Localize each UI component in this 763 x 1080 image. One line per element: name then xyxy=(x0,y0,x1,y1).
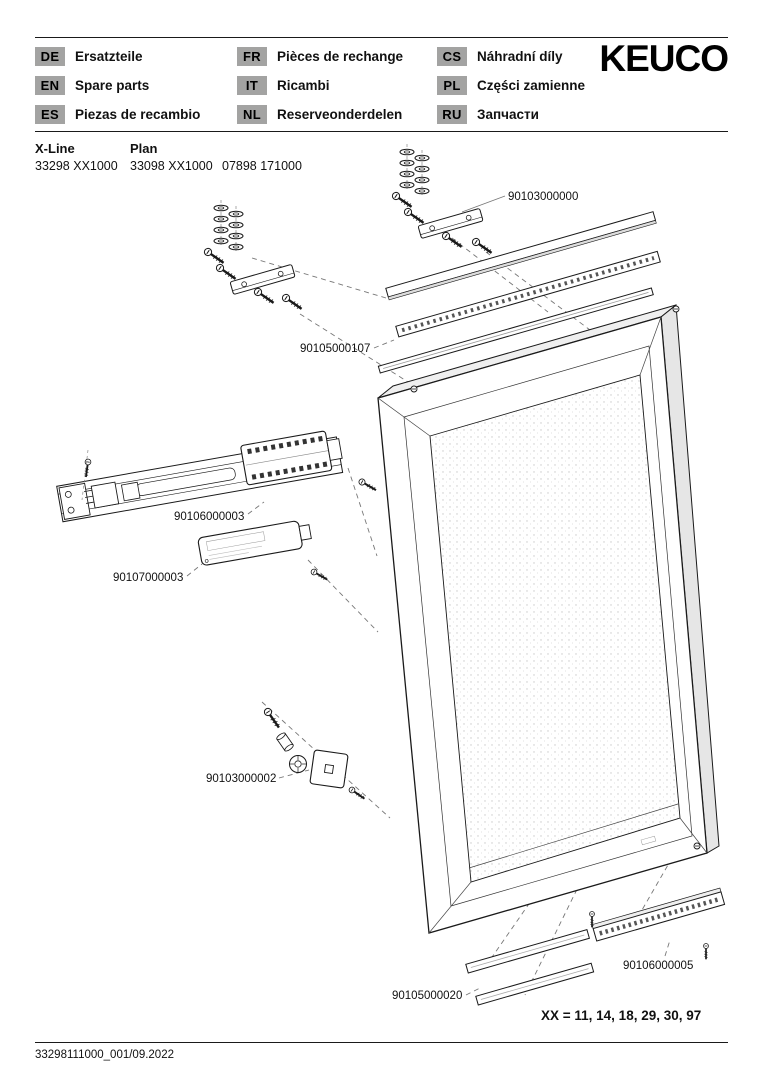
language-code-badge: RU xyxy=(437,104,467,124)
divider-footer xyxy=(35,1042,728,1043)
product-series-title-plan: Plan xyxy=(130,141,158,156)
language-code-badge: EN xyxy=(35,75,65,95)
language-item-cs: CS Náhradní díly xyxy=(437,46,585,66)
divider-top xyxy=(35,37,728,38)
product-code-2: 33098 XX1000 xyxy=(130,159,213,173)
language-label: Spare parts xyxy=(75,77,150,93)
language-item-pl: PL Części zamienne xyxy=(437,75,585,95)
language-item-ru: RU Запчасти xyxy=(437,104,585,124)
part-power-module xyxy=(197,520,330,584)
language-code-badge: FR xyxy=(237,46,267,66)
product-code-3: 07898 171000 xyxy=(222,159,302,173)
language-item-de: DE Ersatzteile xyxy=(35,46,200,66)
cabinet-body xyxy=(377,304,720,934)
language-code-badge: PL xyxy=(437,75,467,95)
document-id: 33298111000_001/09.2022 xyxy=(35,1049,174,1061)
cabinet-screw-icon xyxy=(693,842,701,850)
part-mounting-bracket-top xyxy=(389,144,506,258)
cabinet-screw-icon xyxy=(672,305,680,313)
language-label: Náhradní díly xyxy=(477,48,563,64)
language-column-3: CS Náhradní díly PL Części zamienne RU З… xyxy=(437,46,585,133)
part-label-control-unit: 90106000003 xyxy=(174,511,244,523)
product-series-title-xline: X-Line xyxy=(35,141,75,156)
language-item-en: EN Spare parts xyxy=(35,75,200,95)
language-code-badge: CS xyxy=(437,46,467,66)
language-label: Ersatzteile xyxy=(75,48,143,64)
product-code-1: 33298 XX1000 xyxy=(35,159,118,173)
part-mounting-bracket-left xyxy=(201,200,305,314)
language-label: Запчасти xyxy=(477,106,539,122)
language-label: Reserveonderdelen xyxy=(277,106,403,122)
product-info: X-Line Plan 33298 XX1000 33098 XX1000 07… xyxy=(35,141,535,179)
language-code-badge: NL xyxy=(237,104,267,124)
language-code-badge: IT xyxy=(237,75,267,95)
part-label-mounting-bracket: 90103000000 xyxy=(508,191,578,203)
variant-note: XX = 11, 14, 18, 29, 30, 97 xyxy=(541,1008,701,1023)
part-label-light-profile: 90105000107 xyxy=(300,343,370,355)
language-item-it: IT Ricambi xyxy=(237,75,403,95)
language-code-badge: DE xyxy=(35,46,65,66)
part-light-profiles xyxy=(377,211,661,374)
language-item-nl: NL Reserveonderdelen xyxy=(237,104,403,124)
language-column-2: FR Pièces de rechange IT Ricambi NL Rese… xyxy=(237,46,403,133)
part-cover-profiles-bottom xyxy=(465,928,595,1006)
part-label-cover-profile-bottom: 90105000020 xyxy=(392,990,462,1002)
part-label-led-strip-bottom: 90106000005 xyxy=(623,960,693,972)
language-column-1: DE Ersatzteile EN Spare parts ES Piezas … xyxy=(35,46,200,133)
part-label-power-module: 90107000003 xyxy=(113,572,183,584)
language-label: Pièces de rechange xyxy=(277,48,404,64)
language-item-es: ES Piezas de recambio xyxy=(35,104,200,124)
part-label-fixing-set: 90103000002 xyxy=(206,773,276,785)
language-label: Ricambi xyxy=(277,77,330,93)
language-label: Części zamienne xyxy=(477,77,586,93)
language-item-fr: FR Pièces de rechange xyxy=(237,46,403,66)
language-code-badge: ES xyxy=(35,104,65,124)
part-led-strip-bottom xyxy=(588,887,726,961)
cabinet-screw-icon xyxy=(410,385,418,393)
divider-header xyxy=(35,131,728,132)
part-control-unit-assembly xyxy=(56,430,379,523)
keuco-logo: KEUCO xyxy=(599,38,729,79)
part-fixing-set xyxy=(261,705,368,803)
language-label: Piezas de recambio xyxy=(75,106,201,122)
language-header: DE Ersatzteile EN Spare parts ES Piezas … xyxy=(35,38,729,133)
